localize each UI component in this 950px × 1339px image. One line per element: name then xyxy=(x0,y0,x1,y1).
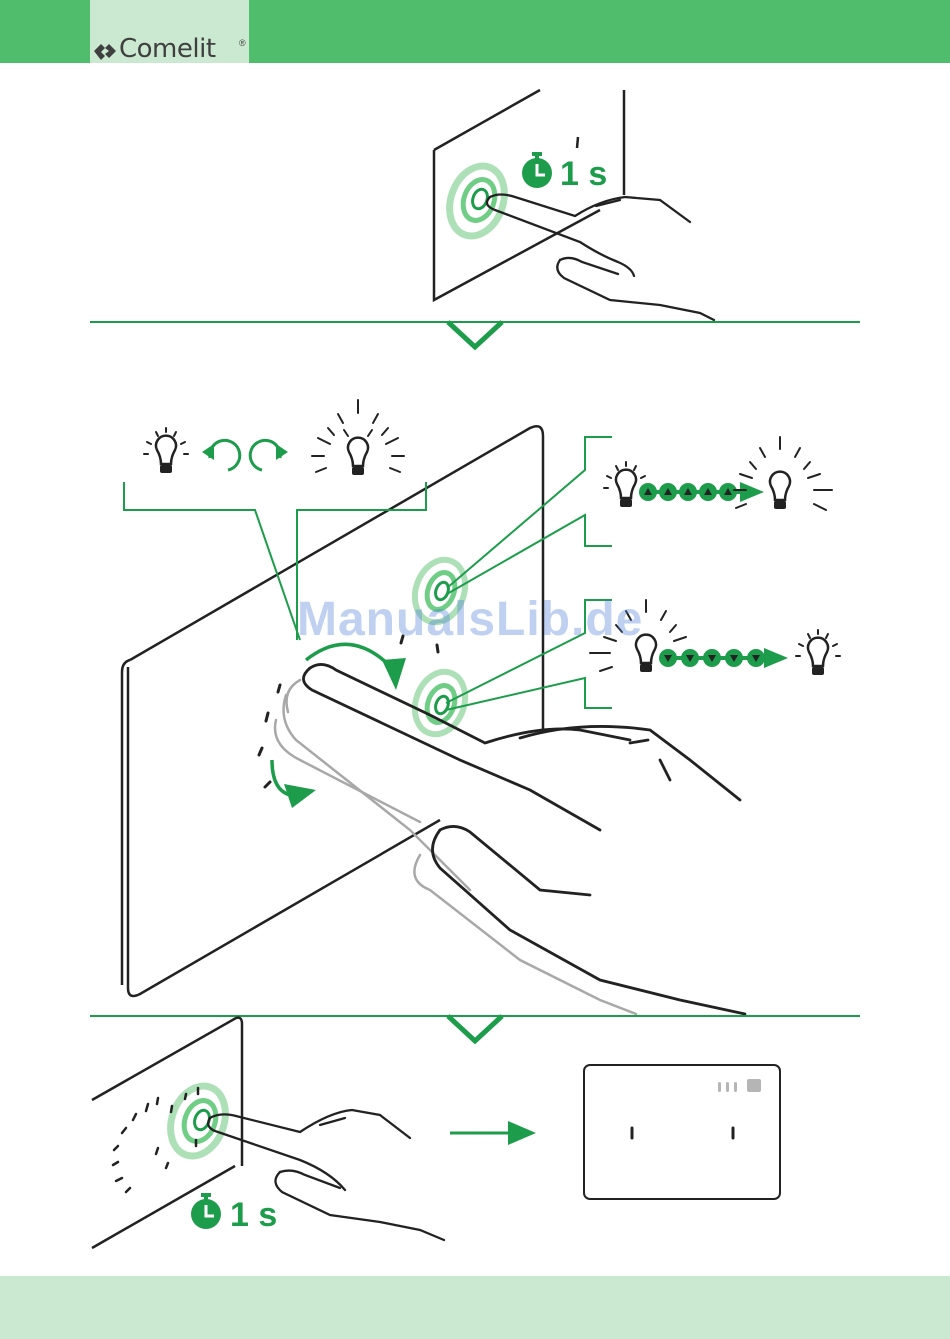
arrow-right-icon xyxy=(450,1121,536,1145)
arrow-down-icon xyxy=(659,648,788,668)
panel-middle xyxy=(122,426,543,996)
divider-2 xyxy=(90,1016,860,1041)
press-duration-top: 1 s xyxy=(560,157,607,191)
footer-bar xyxy=(0,1276,950,1339)
arrow-up-icon xyxy=(639,482,764,502)
panel-markers xyxy=(259,636,438,787)
watermark: ManualsLib.de xyxy=(297,592,643,647)
chevron-down-icon xyxy=(448,322,502,347)
bulb-icon xyxy=(604,462,645,507)
bulb-icon xyxy=(144,428,188,473)
bulb-lit-icon xyxy=(312,400,404,475)
bulb-lit-icon xyxy=(734,437,832,510)
swipe-counterclockwise-arrow xyxy=(272,760,316,808)
divider-1 xyxy=(90,322,860,347)
chevron-down-icon xyxy=(448,1016,502,1041)
device-result xyxy=(584,1065,780,1199)
panel-bottom-markers xyxy=(113,1088,198,1192)
press-duration-bottom: 1 s xyxy=(230,1198,277,1232)
touch-target-top xyxy=(440,158,513,243)
rotate-right-icon xyxy=(250,440,288,470)
touch-target-down xyxy=(407,665,474,742)
hand-top xyxy=(487,195,714,321)
bulb-icon xyxy=(796,630,840,675)
rotate-left-icon xyxy=(202,440,240,470)
swipe-clockwise-arrow xyxy=(306,644,406,690)
clock-icon xyxy=(522,152,552,188)
clock-icon xyxy=(191,1193,221,1229)
